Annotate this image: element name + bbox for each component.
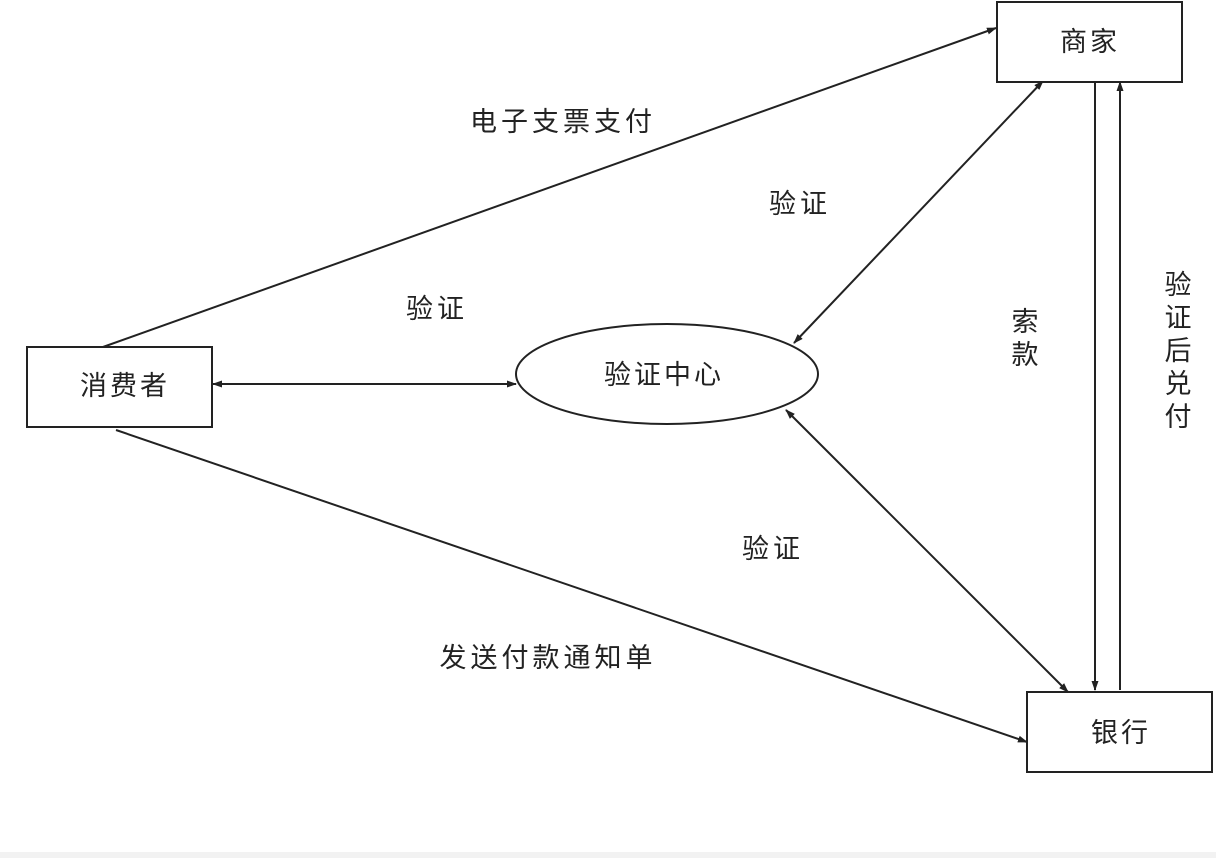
edge-bank-center	[785, 409, 1069, 693]
edge-label-consumer-bank: 发送付款通知单	[440, 643, 657, 674]
node-bank-label: 银行	[1091, 718, 1151, 749]
edge-consumer-to-bank	[115, 429, 1028, 743]
edge-label-merchant-to-bank: 索款	[1007, 307, 1039, 373]
edge-label-merchant-center: 验证	[769, 189, 831, 220]
edge-label-consumer-merchant: 电子支票支付	[470, 107, 656, 138]
node-bank-box	[1026, 691, 1213, 773]
node-center-ellipse	[515, 323, 819, 425]
edge-consumer-to-merchant	[102, 27, 997, 348]
edge-merchant-center	[793, 80, 1044, 344]
edge-label-bank-center: 验证	[742, 534, 804, 565]
node-consumer-label: 消费者	[80, 371, 170, 402]
edge-label-consumer-center: 验证	[406, 294, 468, 325]
node-consumer-box	[26, 346, 213, 428]
node-merchant-box	[996, 1, 1183, 83]
node-merchant-label: 商家	[1060, 27, 1120, 58]
bottom-band	[0, 852, 1216, 858]
edge-label-bank-to-merchant: 验证后兑付	[1160, 270, 1192, 435]
node-center-label: 验证中心	[604, 360, 724, 391]
